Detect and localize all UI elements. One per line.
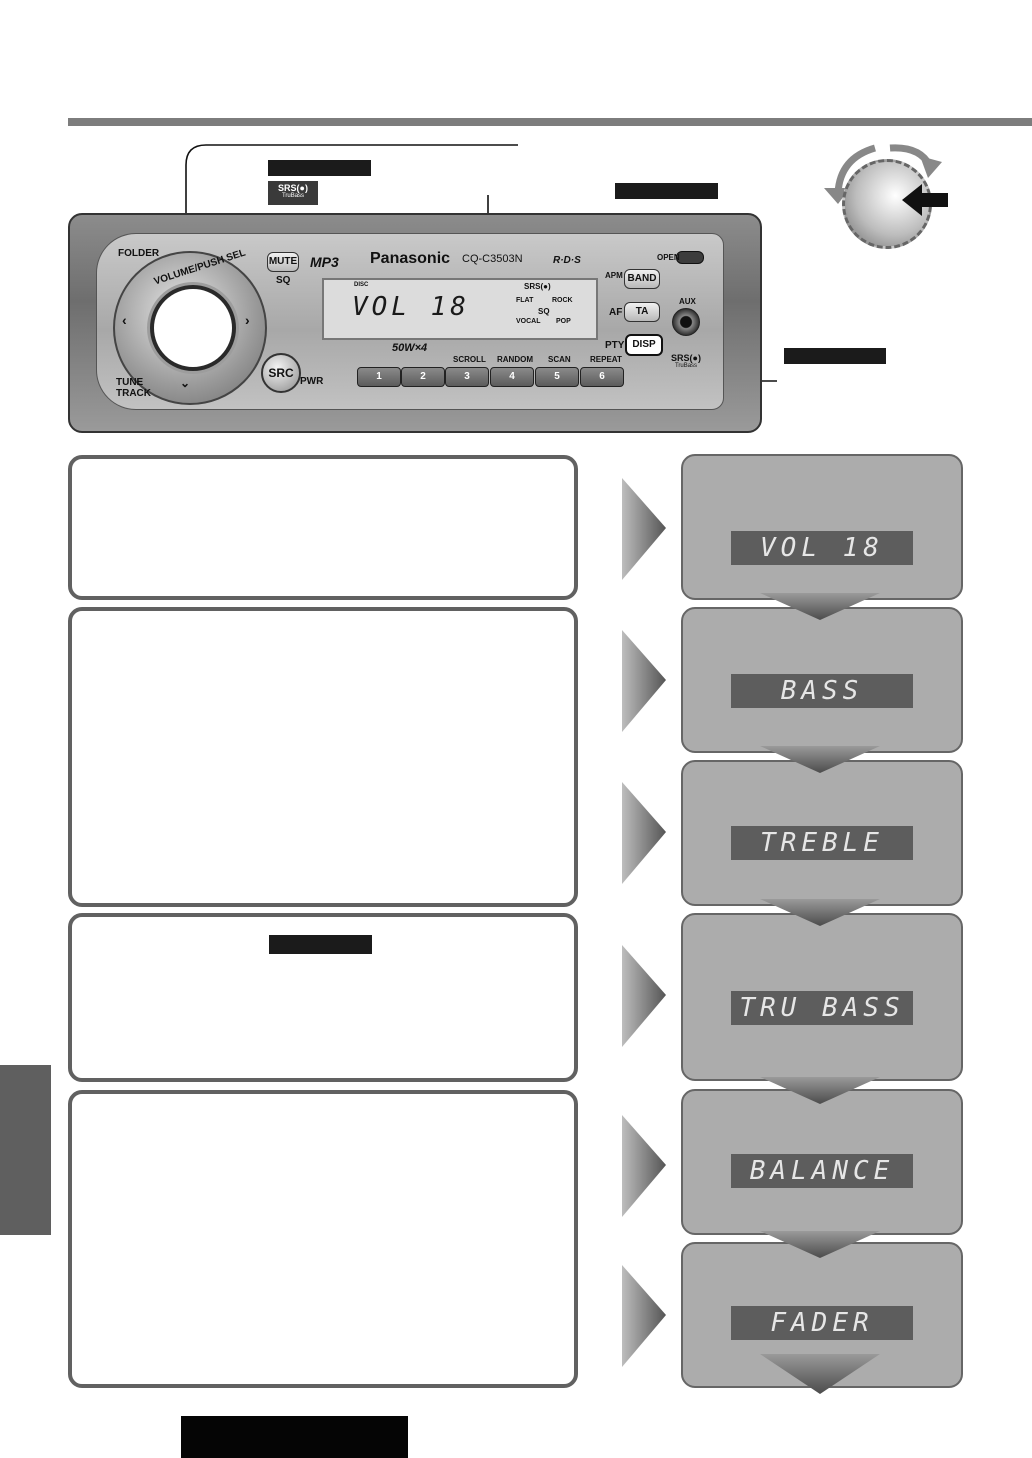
unit-srs-logo: SRS(●) TruBass [666, 353, 706, 370]
chevron-right-icon[interactable]: › [245, 312, 250, 328]
step-panel-2 [68, 607, 578, 907]
eq-flat: FLAT [516, 297, 534, 304]
eq-sq: SQ [538, 307, 550, 316]
preset-button-5[interactable]: 5 [535, 367, 579, 387]
chevron-left-icon[interactable]: ‹ [122, 312, 127, 328]
display-step-balance: BALANCE [681, 1089, 963, 1235]
disc-label: DISC [354, 282, 369, 288]
unit-display-text: VOL 18 [352, 292, 470, 322]
label-bar-volume [268, 160, 371, 176]
af-label: AF [609, 307, 623, 318]
preset-button-3[interactable]: 3 [445, 367, 489, 387]
open-button[interactable] [676, 251, 704, 264]
preset-button-2[interactable]: 2 [401, 367, 445, 387]
label-bar-display [615, 183, 718, 199]
eq-vocal: VOCAL [516, 318, 541, 325]
lcd-fader-text: FADER [770, 1308, 874, 1338]
lcd-treble: TREBLE [731, 826, 913, 860]
lcd-trubass-text: TRU BASS [739, 993, 905, 1023]
pty-label: PTY [605, 340, 625, 351]
apm-label: APM [605, 271, 623, 280]
srs-logo-sub: TruBass [281, 193, 305, 199]
model-label: CQ-C3503N [462, 253, 523, 265]
aux-jack[interactable] [672, 308, 700, 336]
display-srs-logo: SRS(●) [524, 282, 551, 291]
chevron-down-icon[interactable]: ⌄ [180, 376, 191, 390]
pwr-label: PWR [300, 376, 324, 387]
bottom-label-bar [181, 1416, 408, 1458]
brand-label: Panasonic [370, 250, 451, 267]
rds-label: R·D·S [553, 255, 581, 266]
lcd-bass-text: BASS [780, 676, 864, 706]
srs-logo-text: SRS(●) [278, 183, 308, 193]
header-rule [68, 118, 1032, 126]
eq-rock: ROCK [552, 297, 573, 304]
mp3-label: MP3 [310, 254, 339, 270]
step-panel-3 [68, 913, 578, 1082]
tune-label: TUNE [116, 377, 144, 388]
unit-display: DISC VOL 18 SRS(●) FLAT ROCK SQ VOCAL PO… [322, 278, 598, 340]
lcd-treble-text: TREBLE [760, 828, 884, 858]
preset-button-4[interactable]: 4 [490, 367, 534, 387]
down-arrows [760, 593, 880, 1394]
sq-label: SQ [276, 275, 291, 286]
lcd-vol-text: VOL 18 [760, 533, 884, 563]
preset-button-1[interactable]: 1 [357, 367, 401, 387]
unit-srs-logo-text: SRS(●) [671, 353, 701, 363]
step-panel-1 [68, 455, 578, 600]
open-label: OPEN [657, 253, 680, 262]
step-3-label-bar [269, 935, 372, 954]
disp-button[interactable]: DISP [625, 334, 663, 356]
lcd-balance: BALANCE [731, 1154, 913, 1188]
step-arrows [622, 478, 666, 1367]
side-tab [0, 1065, 51, 1235]
lcd-trubass: TRU BASS [731, 991, 913, 1025]
aux-label: AUX [679, 297, 696, 306]
unit-srs-logo-sub: TruBass [674, 363, 698, 369]
preset-5-caption: SCAN [548, 355, 571, 364]
push-arrow-icon [902, 184, 948, 216]
lcd-fader: FADER [731, 1306, 913, 1340]
preset-3-caption: SCROLL [453, 355, 486, 364]
ta-button[interactable]: TA [624, 302, 660, 322]
lcd-bass: BASS [731, 674, 913, 708]
mute-button[interactable]: MUTE [267, 252, 299, 272]
label-bar-disp [784, 348, 886, 364]
folder-label: FOLDER [118, 248, 160, 259]
step-panel-4 [68, 1090, 578, 1388]
lcd-balance-text: BALANCE [749, 1156, 895, 1186]
lcd-vol: VOL 18 [731, 531, 913, 565]
band-button[interactable]: BAND [624, 269, 660, 289]
preset-4-caption: RANDOM [497, 355, 533, 364]
srs-trubass-logo: SRS(●) TruBass [268, 181, 318, 205]
src-button[interactable]: SRC [261, 353, 301, 393]
display-step-vol: VOL 18 [681, 454, 963, 600]
volume-knob[interactable] [150, 285, 236, 371]
preset-button-6[interactable]: 6 [580, 367, 624, 387]
track-label: TRACK [116, 388, 151, 399]
preset-6-caption: REPEAT [590, 355, 622, 364]
eq-pop: POP [556, 318, 571, 325]
power-output-label: 50W×4 [392, 342, 428, 354]
